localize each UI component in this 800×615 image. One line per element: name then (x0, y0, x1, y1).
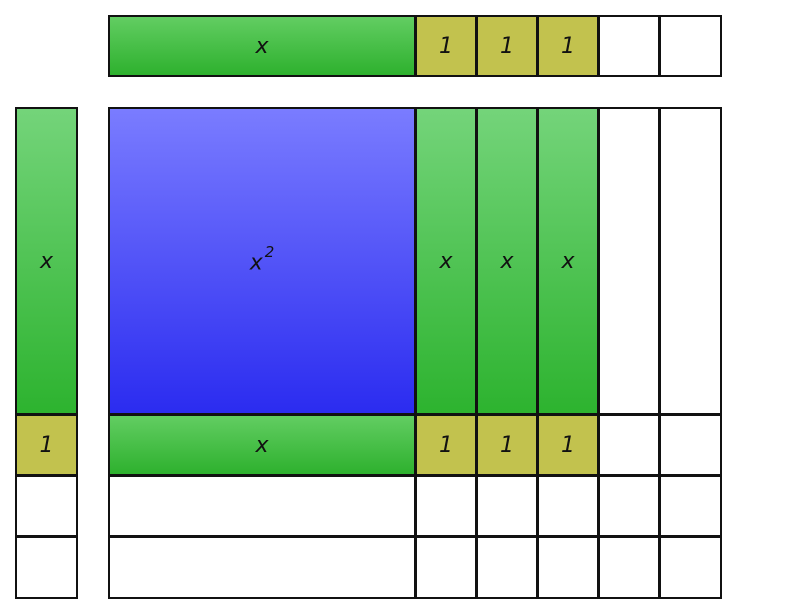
top-x-label: x (255, 33, 269, 59)
top-empty-tile-1 (598, 15, 660, 77)
top-unit-tile-1: 1 (415, 15, 477, 77)
grid-unit-tile-1: 1 (415, 414, 477, 476)
left-x-label: x (39, 248, 54, 274)
left-unit-tile: 1 (15, 414, 78, 476)
left-x-tile: x (15, 107, 78, 415)
grid-empty-tile-r3-2 (476, 475, 538, 537)
grid-empty-tile-r3-4 (598, 475, 660, 537)
top-x-tile: x (108, 15, 416, 77)
grid-x-label-col-1: x (439, 248, 453, 274)
grid-unit-tile-2: 1 (476, 414, 538, 476)
grid-x-tile-col-3: x (537, 107, 599, 415)
grid-empty-tile-r2-1 (598, 414, 660, 476)
top-unit-label-1: 1 (439, 33, 453, 59)
x-squared-exponent: 2 (264, 242, 275, 261)
grid-empty-col-tile-2 (659, 107, 722, 415)
grid-x-label-col-2: x (500, 248, 514, 274)
grid-empty-long-tile-r3 (108, 475, 416, 537)
grid-empty-long-tile-r4 (108, 536, 416, 599)
grid-x-label-row: x (255, 432, 269, 458)
grid-x-label-col-3: x (561, 248, 575, 274)
left-unit-label: 1 (39, 432, 54, 458)
left-empty-tile-1 (15, 475, 78, 537)
grid-unit-label-3: 1 (561, 432, 575, 458)
grid-empty-tile-r3-3 (537, 475, 599, 537)
grid-unit-label-2: 1 (500, 432, 514, 458)
grid-empty-tile-r4-1 (415, 536, 477, 599)
top-unit-tile-3: 1 (537, 15, 599, 77)
top-unit-label-2: 1 (500, 33, 514, 59)
grid-x-tile-col-1: x (415, 107, 477, 415)
top-unit-label-3: 1 (561, 33, 575, 59)
top-unit-tile-2: 1 (476, 15, 538, 77)
grid-unit-tile-3: 1 (537, 414, 599, 476)
top-empty-tile-2 (659, 15, 722, 77)
grid-empty-tile-r3-5 (659, 475, 722, 537)
grid-empty-tile-r4-5 (659, 536, 722, 599)
x-squared-base: x (249, 250, 263, 276)
grid-empty-col-tile-1 (598, 107, 660, 415)
grid-empty-tile-r4-4 (598, 536, 660, 599)
grid-empty-tile-r3-1 (415, 475, 477, 537)
grid-empty-tile-r4-2 (476, 536, 538, 599)
grid-x-tile-row: x (108, 414, 416, 476)
grid-empty-tile-r4-3 (537, 536, 599, 599)
grid-x-tile-col-2: x (476, 107, 538, 415)
grid-unit-label-1: 1 (439, 432, 453, 458)
grid-empty-tile-r2-2 (659, 414, 722, 476)
left-empty-tile-2 (15, 536, 78, 599)
